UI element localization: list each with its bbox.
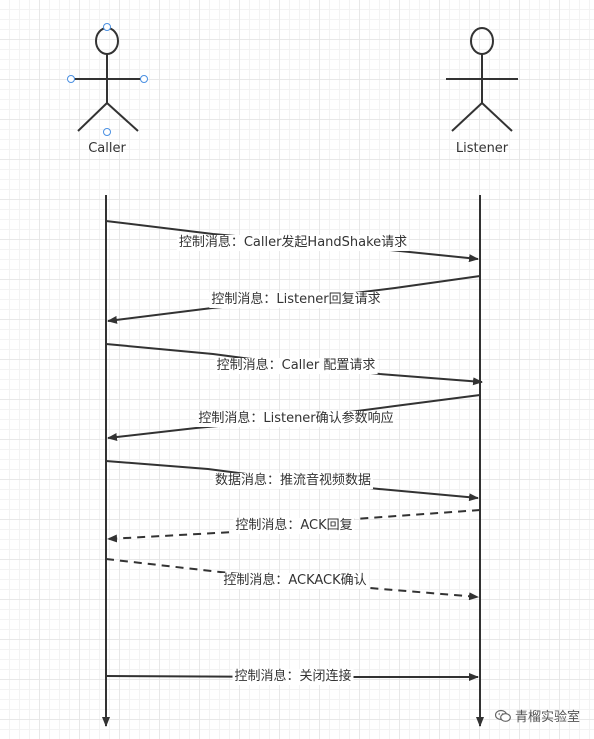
wechat-icon bbox=[494, 709, 511, 722]
message-label-3[interactable]: 控制消息：Caller 配置请求 bbox=[214, 358, 378, 374]
watermark-text: 青榴实验室 bbox=[514, 710, 580, 725]
actor-label-caller: Caller bbox=[88, 141, 126, 156]
watermark: 青榴实验室 bbox=[494, 706, 580, 725]
resize-handle-right[interactable] bbox=[140, 75, 148, 83]
resize-handle-bottom[interactable] bbox=[103, 128, 111, 136]
message-label-8[interactable]: 控制消息：关闭连接 bbox=[232, 669, 354, 685]
actor-label-listener: Listener bbox=[455, 141, 509, 156]
message-arrows bbox=[105, 220, 483, 681]
message-label-1[interactable]: 控制消息：Caller发起HandShake请求 bbox=[176, 235, 410, 251]
resize-handle-top[interactable] bbox=[103, 23, 111, 31]
message-label-7[interactable]: 控制消息：ACKACK确认 bbox=[221, 573, 369, 589]
message-label-4[interactable]: 控制消息：Listener确认参数响应 bbox=[196, 411, 396, 427]
message-label-2[interactable]: 控制消息：Listener回复请求 bbox=[209, 292, 383, 308]
actor-figure-listener[interactable] bbox=[446, 27, 518, 132]
message-label-6[interactable]: 控制消息：ACK回复 bbox=[233, 518, 355, 534]
selection-handles[interactable] bbox=[67, 23, 148, 136]
actor-figure-caller[interactable] bbox=[72, 27, 144, 132]
resize-handle-left[interactable] bbox=[67, 75, 75, 83]
message-label-5[interactable]: 数据消息：推流音视频数据 bbox=[212, 473, 374, 489]
